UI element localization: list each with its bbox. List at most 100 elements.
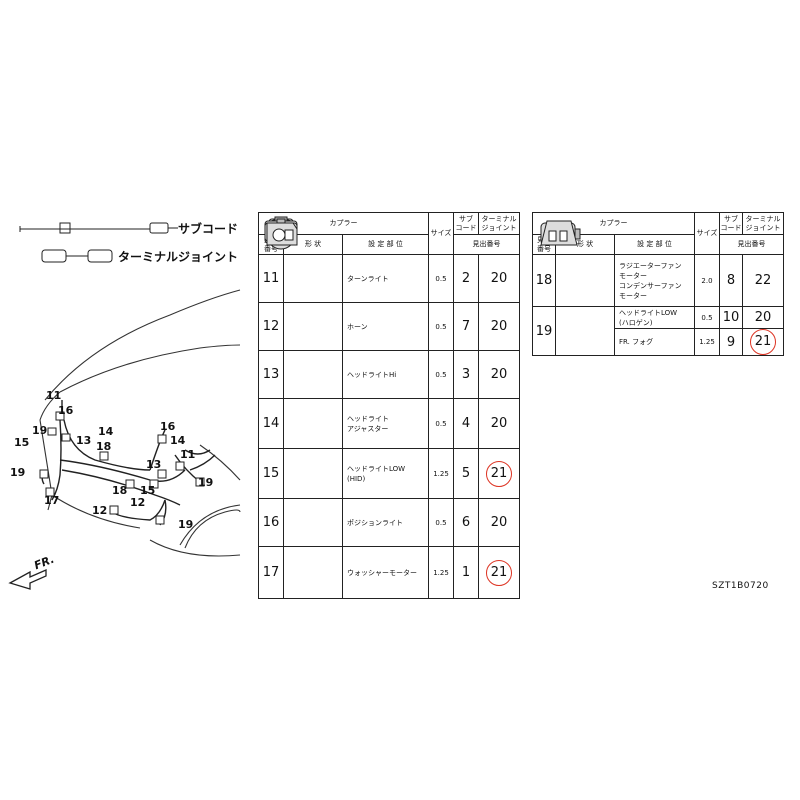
callout-19-upper: 19 <box>32 424 48 437</box>
subcode-cell: 9 <box>719 328 743 356</box>
diagram-code: SZT1B0720 <box>712 581 769 591</box>
location-cell: ポジションライト <box>342 498 429 547</box>
subcode-cell: 5 <box>453 448 479 499</box>
row-number: 18 <box>532 254 556 307</box>
callout-18-left: 18 <box>96 440 112 453</box>
table-row: 17 ウォッシャーモーター 1.25 1 21 <box>258 222 520 599</box>
joint-cell: 20 <box>478 254 520 303</box>
terminal-joint-header: ターミナル ジョイント <box>478 212 520 235</box>
size-header: サイズ <box>428 212 454 255</box>
callout-12-left: 12 <box>92 504 108 517</box>
row-number: 12 <box>258 302 284 351</box>
ref-number-header: 見出番号 <box>453 234 520 255</box>
joint-cell: 20 <box>478 302 520 351</box>
callout-11-left: 11 <box>46 389 62 402</box>
row-number: 17 <box>258 546 284 599</box>
size-cell: 0.5 <box>428 254 454 303</box>
callout-17: 17 <box>44 494 60 507</box>
harness-connectors <box>39 411 205 525</box>
joint-cell-circled: 21 <box>750 329 776 355</box>
row-number: 16 <box>258 498 284 547</box>
size-cell: 2.0 <box>694 254 720 307</box>
subcode-cell: 1 <box>453 546 479 599</box>
joint-cell: 20 <box>742 306 784 329</box>
table-row: 15 ヘッドライトLOW (HID) 1.25 5 21 <box>258 216 520 499</box>
subcode-header: サブ コード <box>719 212 743 235</box>
table-row: 14 ヘッドライト アジャスター 0.5 4 20 <box>258 216 520 449</box>
subcode-cell: 10 <box>719 306 743 329</box>
subcode-cell: 3 <box>453 350 479 399</box>
subcord-symbol <box>19 222 178 234</box>
subcode-cell: 8 <box>719 254 743 307</box>
subcode-header: サブ コード <box>453 212 479 235</box>
callout-14-left: 14 <box>98 425 114 438</box>
row-number: 15 <box>258 448 284 499</box>
row-number: 19 <box>532 306 556 356</box>
subcode-cell: 7 <box>453 302 479 351</box>
size-cell: 0.5 <box>428 498 454 547</box>
row-number: 14 <box>258 398 284 449</box>
subcode-cell: 2 <box>453 254 479 303</box>
coupler-table-right: カプラー サイズ サブ コード ターミナル ジョイント 見出 番号 形 状 設 … <box>532 212 784 356</box>
location-cell: ヘッドライトLOW (HID) <box>342 448 429 499</box>
location-cell: ラジエーターファン モーター コンデンサーファン モーター <box>614 254 695 307</box>
location-cell: FR. フォグ <box>614 328 695 356</box>
table-row: FR. フォグ 1.25 9 21 <box>533 328 784 356</box>
callout-15-right: 15 <box>140 484 156 497</box>
subcord-label: サブコード <box>178 222 239 236</box>
coupler-table-left: カプラー サイズ サブ コード ターミナル ジョイント 見出 番号 形 状 設 … <box>258 212 520 599</box>
callout-19-right: 19 <box>198 476 214 489</box>
table-row: 13 ヘッドライトHi 0.5 3 20 <box>258 220 520 399</box>
table-row: 18 ラジエーターファン モーター コンデンサーファン モーター 2.0 8 2… <box>532 222 784 307</box>
callout-11-right: 11 <box>180 448 196 461</box>
location-cell: ホーン <box>342 302 429 351</box>
subcode-cell: 4 <box>453 398 479 449</box>
front-arrow-icon <box>8 569 47 590</box>
size-cell: 1.25 <box>428 546 454 599</box>
location-cell: ウォッシャーモーター <box>342 546 429 599</box>
size-cell: 0.5 <box>428 350 454 399</box>
callout-15-left: 15 <box>14 436 30 449</box>
terminal-joint-symbol <box>41 249 113 263</box>
ref-number-header: 見出番号 <box>719 234 784 255</box>
callout-18-right: 18 <box>112 484 128 497</box>
joint-cell: 20 <box>478 398 520 449</box>
location-header: 設 定 部 位 <box>342 234 429 255</box>
location-cell: ヘッドライト アジャスター <box>342 398 429 449</box>
size-cell: 1.25 <box>694 328 720 356</box>
row-number: 13 <box>258 350 284 399</box>
callout-19-bottom: 19 <box>178 518 194 531</box>
callout-14-right: 14 <box>170 434 186 447</box>
table-row: 19 ヘッドライトLOW (ハロゲン) 0.5 10 20 <box>532 220 784 356</box>
location-cell: ヘッドライトLOW (ハロゲン) <box>614 306 695 329</box>
table-row: 12 ホーン 0.5 7 20 <box>258 218 520 351</box>
callout-12-right: 12 <box>130 496 146 509</box>
car-outline <box>39 289 241 557</box>
subcode-cell: 6 <box>453 498 479 547</box>
joint-cell: 20 <box>478 350 520 399</box>
callout-13-right: 13 <box>146 458 162 471</box>
table-row: 16 ポジションライト 0.5 6 20 <box>258 218 520 547</box>
joint-cell: 22 <box>742 254 784 307</box>
joint-cell-circled: 21 <box>486 460 512 487</box>
wiring-harness <box>41 400 216 526</box>
callout-16-left: 16 <box>58 404 74 417</box>
size-cell: 0.5 <box>428 302 454 351</box>
location-cell: ターンライト <box>342 254 429 303</box>
size-header: サイズ <box>694 212 720 255</box>
location-cell: ヘッドライトHi <box>342 350 429 399</box>
callout-19-lower: 19 <box>10 466 26 479</box>
size-cell: 0.5 <box>428 398 454 449</box>
size-cell: 1.25 <box>428 448 454 499</box>
size-cell: 0.5 <box>694 306 720 329</box>
joint-cell: 20 <box>478 498 520 547</box>
callout-16-right: 16 <box>160 420 176 433</box>
joint-cell-circled: 21 <box>486 559 512 586</box>
terminal-joint-header: ターミナル ジョイント <box>742 212 784 235</box>
terminal-joint-label: ターミナルジョイント <box>118 250 239 264</box>
callout-13-left: 13 <box>76 434 92 447</box>
location-header: 設 定 部 位 <box>614 234 695 255</box>
table-row: 11 ターンライト 0.5 2 20 <box>258 218 520 303</box>
row-number: 11 <box>258 254 284 303</box>
